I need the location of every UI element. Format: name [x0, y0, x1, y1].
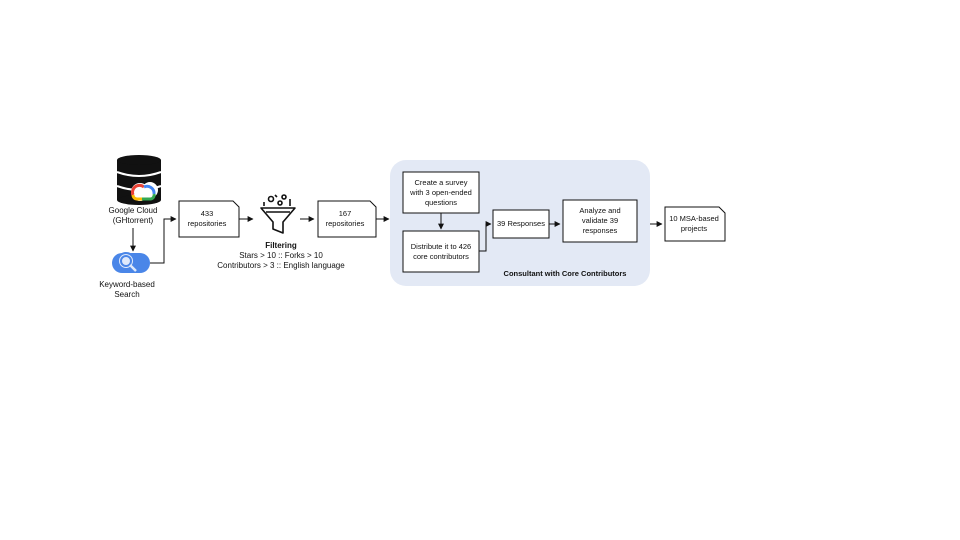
responses-box — [492, 209, 550, 239]
responses-line1: 39 Responses — [497, 219, 545, 228]
analyze-line3: responses — [582, 226, 618, 235]
arrow-search-to-repos — [150, 216, 177, 264]
survey-line3: questions — [424, 197, 458, 207]
distribute-box-text: Distribute it to 426 core contributors — [403, 231, 479, 272]
survey-line2: with 3 open-ended — [410, 187, 472, 197]
doc-167-line1: 167 — [338, 209, 352, 218]
distribute-line1: Distribute it to 426 — [410, 241, 472, 251]
group-title: Consultant with Core Contributors — [503, 269, 627, 278]
doc-433-line2: repositories — [187, 219, 227, 228]
google-cloud-icon — [131, 182, 158, 201]
doc-msa-line2: projects — [680, 224, 708, 233]
analyze-box — [562, 199, 638, 243]
analyze-box-text: Analyze and validate 39 responses — [563, 200, 637, 242]
doc-433-repositories — [178, 200, 240, 238]
survey-box-text: Create a survey with 3 open-ended questi… — [403, 172, 479, 213]
distribute-line2: core contributors — [413, 251, 469, 261]
google-cloud-label-line1: Google Cloud — [108, 206, 158, 215]
doc-167-text: 167 repositories — [318, 201, 372, 237]
doc-msa-projects — [664, 206, 726, 242]
doc-433-text: 433 repositories — [179, 201, 235, 237]
keyword-search-label-line1: Keyword-based — [99, 280, 155, 289]
analyze-line1: Analyze and — [579, 206, 621, 215]
filtering-criteria-2: Contributors > 3 :: English language — [217, 261, 345, 270]
doc-167-repositories — [317, 200, 377, 238]
analyze-line2: validate 39 — [581, 216, 619, 225]
survey-box — [402, 171, 480, 214]
google-cloud-label: Google Cloud (GHtorrent) — [100, 206, 166, 226]
filtering-title: Filtering — [265, 241, 297, 250]
responses-box-text: 39 Responses — [493, 210, 549, 238]
doc-msa-text: 10 MSA-based projects — [665, 207, 723, 241]
doc-433-line1: 433 — [200, 209, 214, 218]
filter-icon — [260, 194, 296, 234]
doc-msa-line1: 10 MSA-based — [669, 214, 719, 223]
doc-167-line2: repositories — [325, 219, 365, 228]
keyword-search-label-line2: Search — [114, 290, 140, 299]
filtering-criteria-1: Stars > 10 :: Forks > 10 — [239, 251, 323, 260]
filtering-label: Filtering Stars > 10 :: Forks > 10 Contr… — [214, 241, 348, 271]
distribute-box — [402, 230, 480, 273]
survey-line1: Create a survey — [414, 177, 468, 187]
google-cloud-label-line2: (GHtorrent) — [112, 216, 154, 225]
search-icon — [112, 252, 150, 273]
keyword-search-label: Keyword-based Search — [96, 280, 158, 300]
arrow-distribute-to-responses — [479, 221, 492, 252]
